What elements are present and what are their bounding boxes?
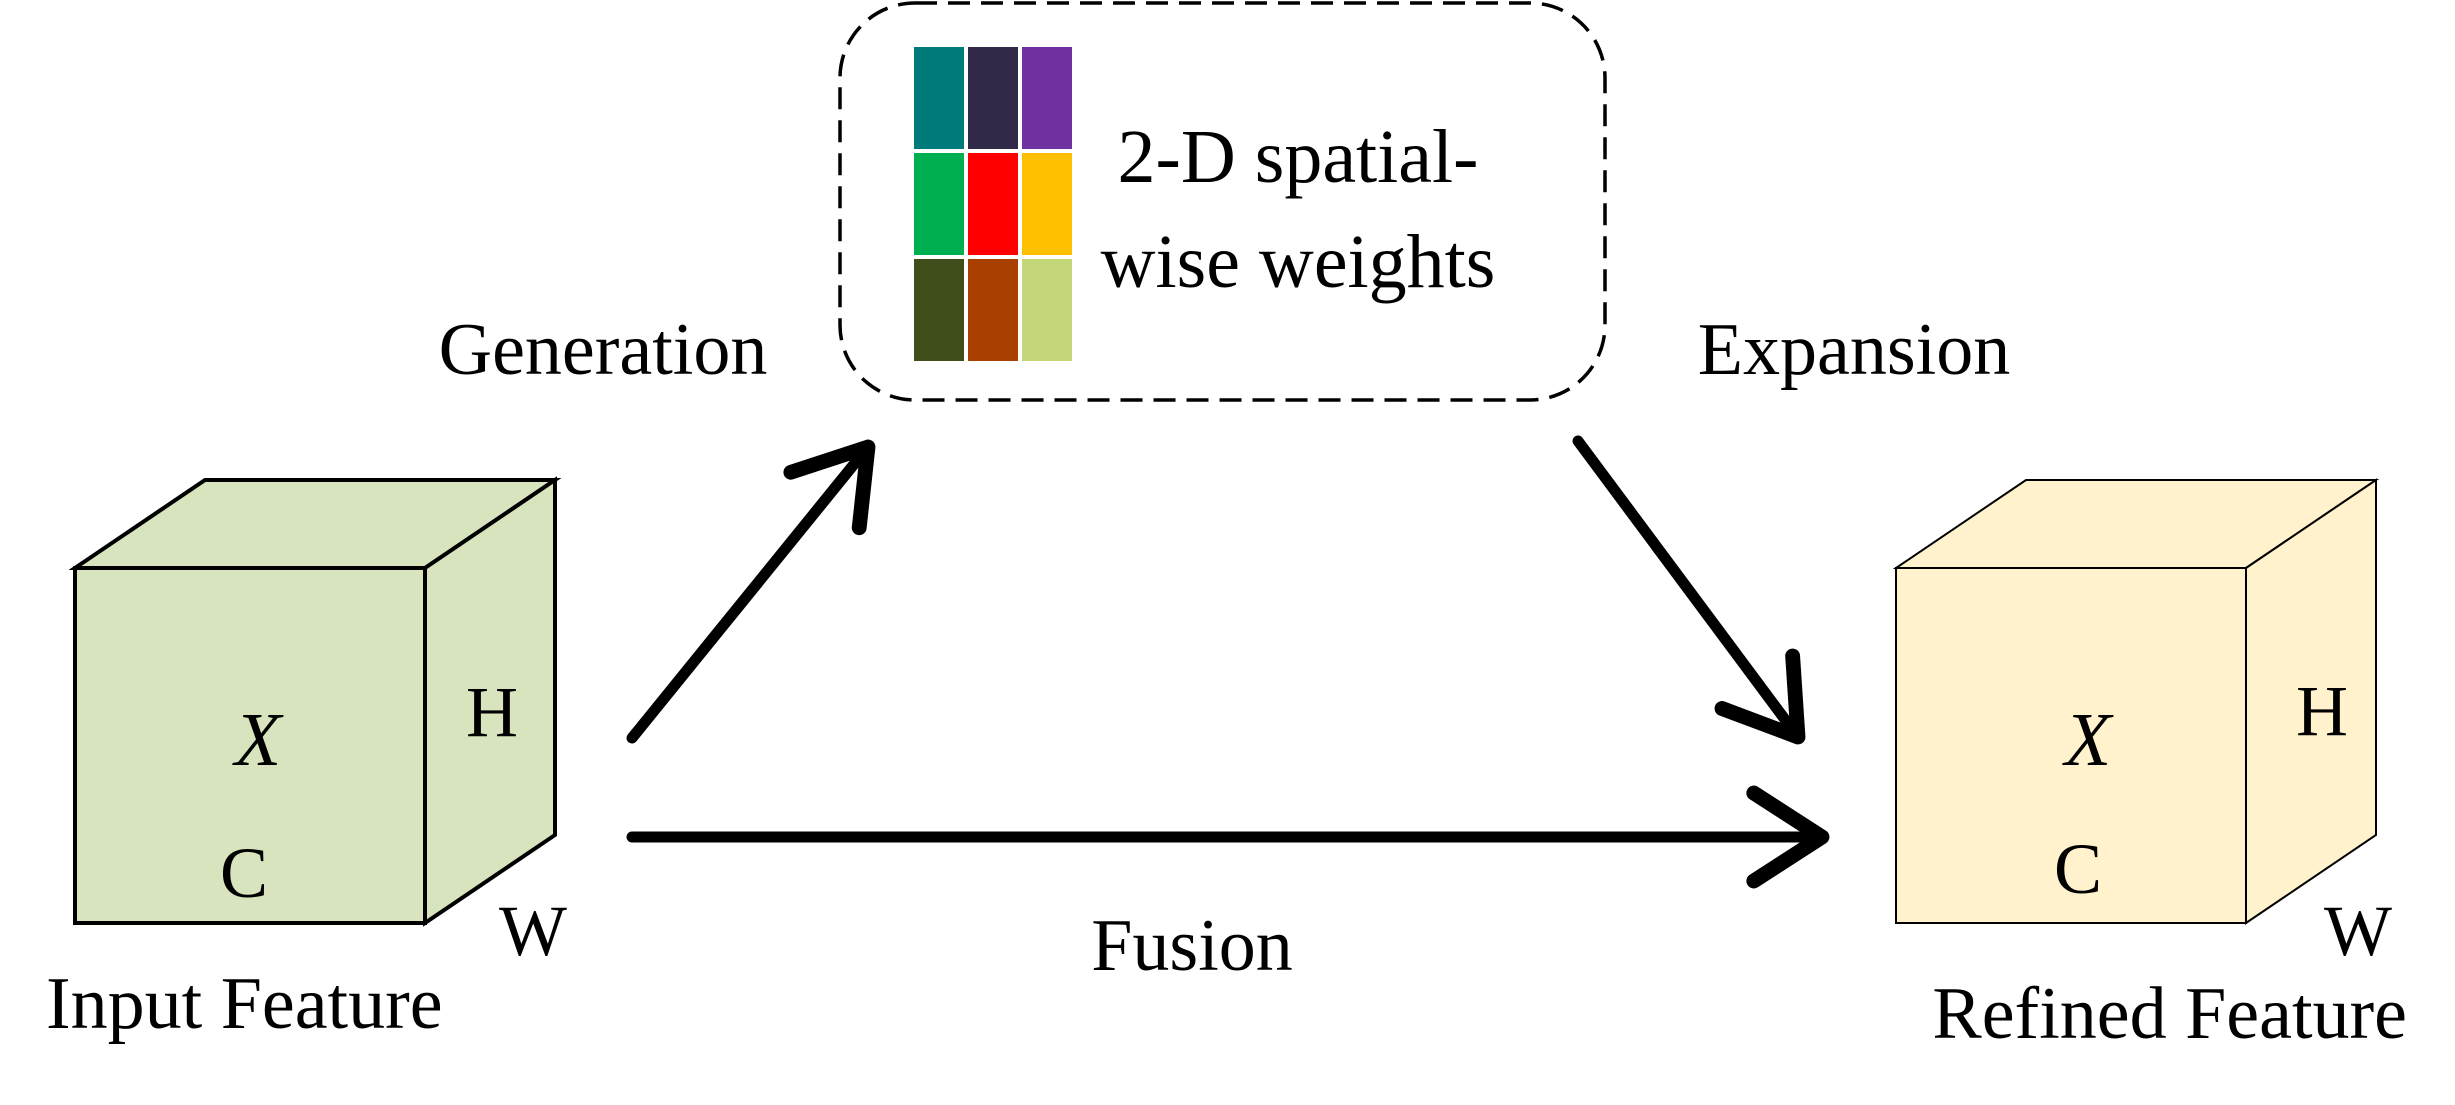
refined-height-label: H (2296, 671, 2348, 751)
refined-feature-caption: Refined Feature (1932, 973, 2407, 1055)
refined-channel-label: C (2054, 829, 2102, 909)
input-feature-cube: X C H W Input Feature (46, 476, 567, 1045)
refined-cube-front-face (1895, 567, 2247, 924)
fusion-label: Fusion (1091, 905, 1293, 987)
weights-color-grid (914, 47, 1072, 361)
input-channel-label: C (220, 833, 268, 913)
refined-feature-cube: X C H W Refined Feature (1892, 478, 2407, 1055)
expansion-label: Expansion (1698, 309, 2010, 391)
generation-arrow (626, 439, 876, 744)
weight-cell (914, 259, 964, 361)
weights-label-line2: wise weights (1101, 220, 1496, 304)
weight-cell (968, 153, 1018, 255)
input-width-label: W (499, 891, 567, 971)
weights-label-line1: 2-D spatial- (1118, 115, 1479, 199)
generation-label: Generation (439, 309, 768, 391)
input-feature-caption: Input Feature (46, 963, 443, 1045)
input-height-label: H (466, 672, 518, 752)
expansion-arrow (1572, 435, 1806, 745)
spatial-weights-box: 2-D spatial- wise weights (838, 1, 1607, 402)
weight-cell (968, 259, 1018, 361)
weight-cell (1022, 153, 1072, 255)
weight-cell (1022, 47, 1072, 149)
weight-cell (1022, 259, 1072, 361)
input-cube-front-face (73, 566, 427, 925)
refined-width-label: W (2324, 891, 2392, 971)
weight-cell (914, 153, 964, 255)
refined-feature-symbol: X (2062, 698, 2114, 782)
weights-dashed-border (838, 1, 1607, 402)
weight-cell (914, 47, 964, 149)
weight-cell (968, 47, 1018, 149)
input-feature-symbol: X (232, 698, 284, 782)
